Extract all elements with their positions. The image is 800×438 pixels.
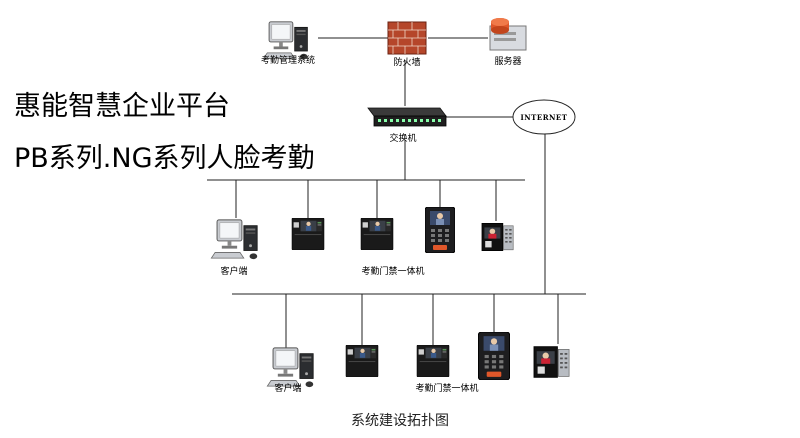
terminals-label-2: 考勤门禁一体机 [415,384,479,394]
server-label: 服务器 [494,57,522,67]
title-line-2: PB系列.NG系列人脸考勤 [14,143,315,174]
management-system-label: 考勤管理系统 [260,56,316,66]
face-terminal-panel-icon-1 [481,222,514,252]
terminals-label-1: 考勤门禁一体机 [361,267,425,277]
switch-label: 交换机 [389,134,417,144]
face-terminal-wide-icon-1a [291,218,325,250]
face-terminal-wide-icon-2a [345,345,379,377]
internet-cloud-icon: INTERNET [512,99,576,135]
client-pc-icon-1 [210,219,258,260]
internet-label: INTERNET [521,113,568,122]
switch-icon [367,107,447,127]
firewall-label: 防火墙 [393,58,421,68]
diagram-caption: 系统建设拓扑图 [351,413,449,429]
face-terminal-wide-icon-1b [360,218,394,250]
client-label-1: 客户端 [220,267,248,277]
client-label-2: 客户端 [274,384,302,394]
face-terminal-keypad-icon-2 [478,332,510,380]
face-terminal-keypad-icon-1 [425,207,455,253]
server-icon [489,18,527,51]
face-terminal-panel-icon-2 [533,346,570,378]
title-line-1: 惠能智慧企业平台 [14,91,230,122]
connection-lines [207,37,586,350]
face-terminal-wide-icon-2b [416,345,450,377]
firewall-icon [387,21,427,55]
